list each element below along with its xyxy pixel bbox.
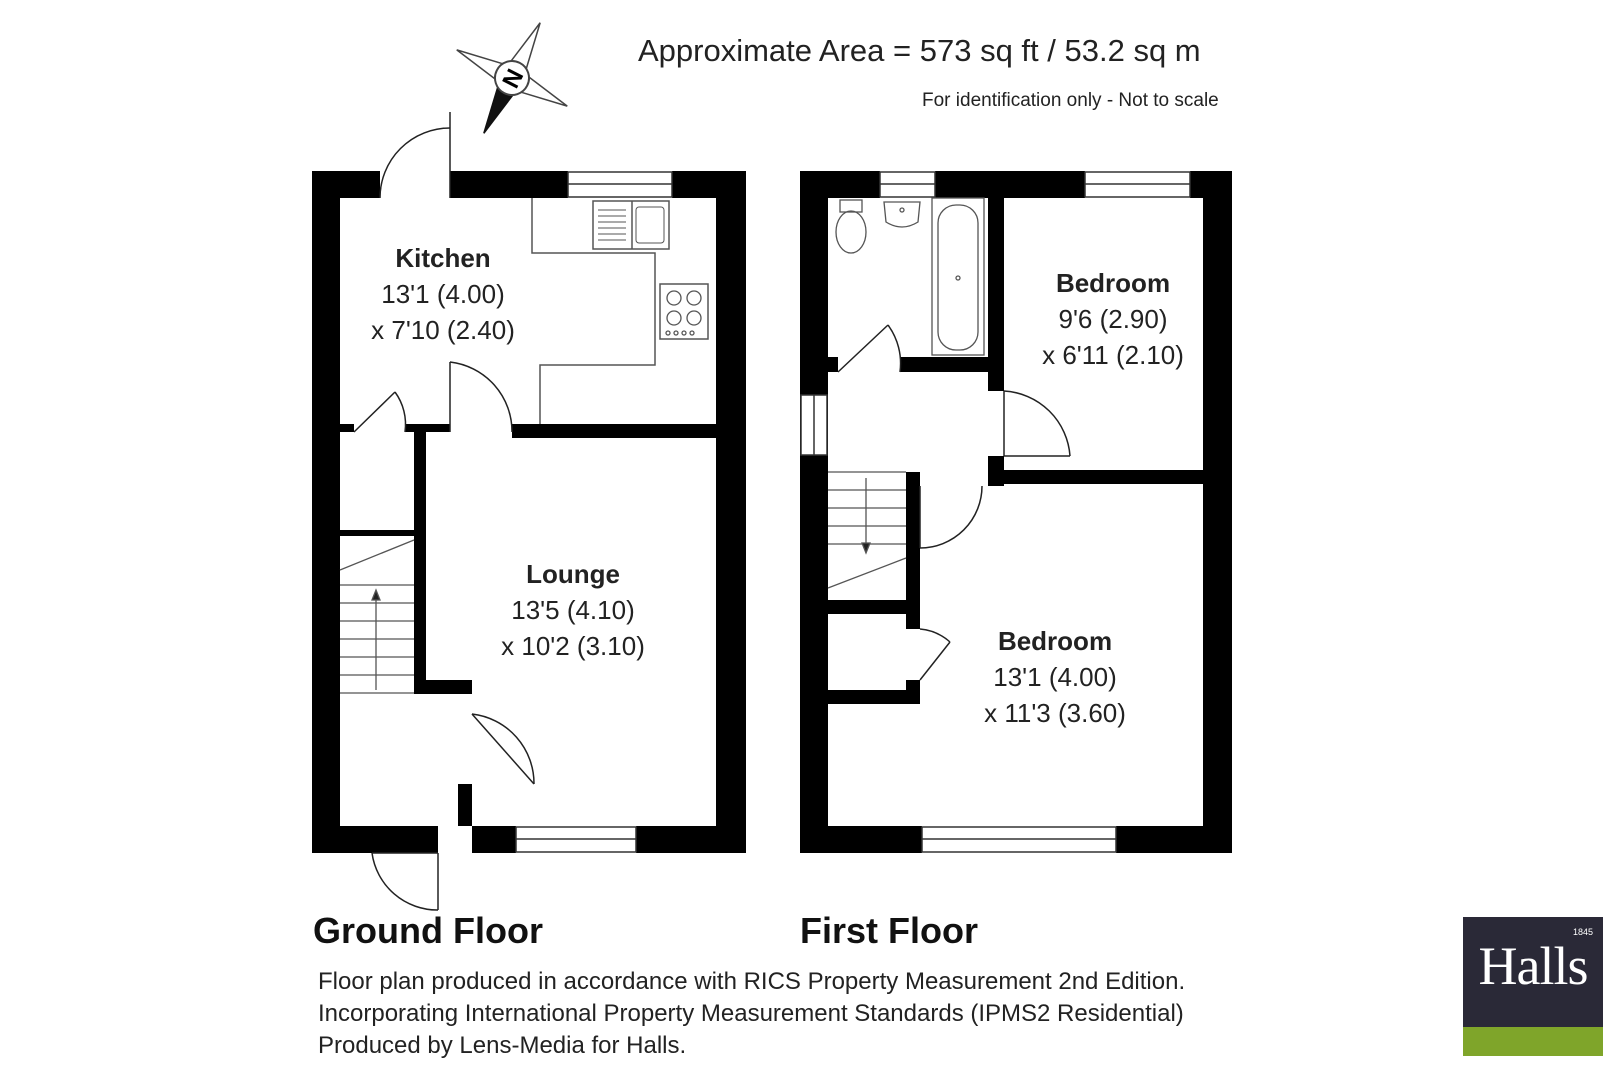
room-dimension: 13'1 (4.00) xyxy=(381,279,505,309)
room-name: Bedroom xyxy=(997,626,1113,656)
ground-floor-walls xyxy=(312,171,746,853)
north-compass-icon xyxy=(456,22,568,134)
scale-disclaimer: For identification only - Not to scale xyxy=(922,90,1219,111)
room-dimension: x 10'2 (3.10) xyxy=(501,631,645,661)
measurement-footnote: Floor plan produced in accordance with R… xyxy=(318,968,1186,1059)
room-dimension: x 11'3 (3.60) xyxy=(984,698,1126,728)
first-floor-windows xyxy=(800,171,1191,853)
room-dimension: 9'6 (2.90) xyxy=(1058,304,1168,334)
first-floor-title: First Floor xyxy=(800,910,978,951)
logo-accent-bar xyxy=(1463,1027,1603,1056)
kitchen-counters xyxy=(531,198,709,424)
room-label-bedroom-small: Bedroom 9'6 (2.90) x 6'11 (2.10) xyxy=(1042,265,1184,373)
ground-floor-title: Ground Floor xyxy=(313,910,543,951)
room-dimension: x 6'11 (2.10) xyxy=(1042,340,1184,370)
room-label-lounge: Lounge 13'5 (4.10) x 10'2 (3.10) xyxy=(501,556,645,664)
room-label-kitchen: Kitchen 13'1 (4.00) x 7'10 (2.40) xyxy=(371,240,515,348)
ground-floor-stairs xyxy=(339,539,415,694)
logo-wordmark: Halls xyxy=(1478,936,1589,996)
room-dimension: x 7'10 (2.40) xyxy=(371,315,515,345)
ground-floor-doors xyxy=(353,112,535,911)
first-floor-doors xyxy=(837,324,1071,681)
room-label-bedroom-large: Bedroom 13'1 (4.00) x 11'3 (3.60) xyxy=(984,623,1126,731)
bathroom-fixtures xyxy=(835,197,985,356)
first-floor-stairs xyxy=(827,471,907,589)
approximate-area: Approximate Area = 573 sq ft / 53.2 sq m xyxy=(638,33,1201,68)
halls-logo: 1845 Halls xyxy=(1463,917,1603,1056)
room-dimension: 13'1 (4.00) xyxy=(993,662,1117,692)
sink-icon xyxy=(598,206,665,244)
hob-icon xyxy=(665,290,702,336)
room-name: Bedroom xyxy=(1055,268,1171,298)
room-dimension: 13'5 (4.10) xyxy=(511,595,635,625)
logo-year: 1845 xyxy=(1572,927,1593,937)
room-name: Lounge xyxy=(526,559,620,589)
first-floor-walls xyxy=(800,171,1232,853)
ground-floor-windows xyxy=(515,171,673,853)
room-name: Kitchen xyxy=(395,243,491,273)
